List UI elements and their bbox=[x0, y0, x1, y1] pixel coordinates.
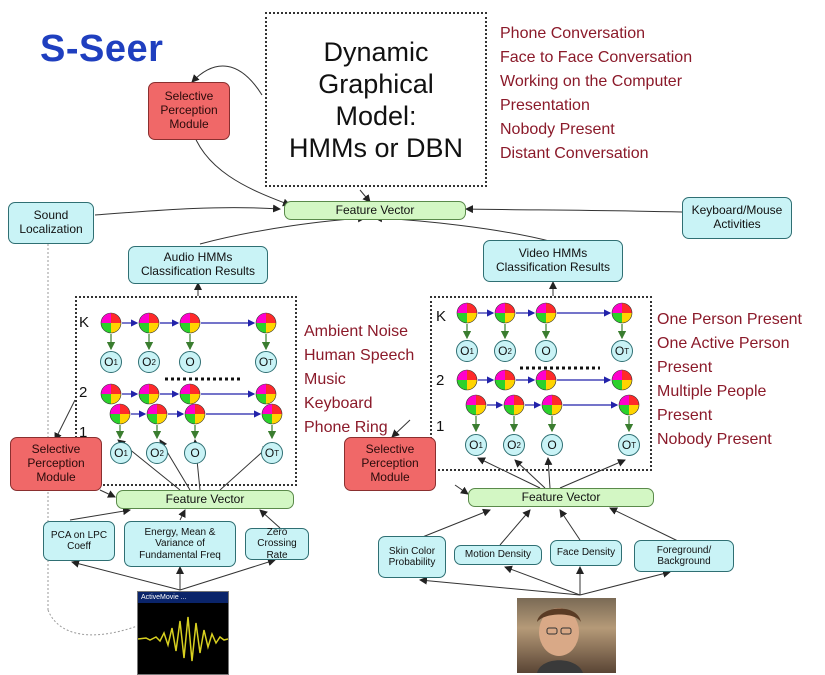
selective-perception-audio: Selective Perception Module bbox=[10, 437, 102, 491]
selective-perception-top: Selective Perception Module bbox=[148, 82, 230, 140]
observation-node: O bbox=[184, 442, 206, 464]
selective-perception-video: Selective Perception Module bbox=[344, 437, 436, 491]
hmm-state-node bbox=[146, 403, 168, 425]
level-2-label: 2 bbox=[436, 372, 445, 389]
activity-item: Presentation bbox=[500, 97, 590, 114]
level-1-label: 1 bbox=[436, 418, 445, 435]
hmm-state-node bbox=[138, 383, 160, 405]
hmm-state-node bbox=[456, 369, 478, 391]
level-k-label: K bbox=[436, 308, 447, 325]
hmm-state-node bbox=[535, 369, 557, 391]
video-class-item: One Active Person bbox=[657, 335, 790, 352]
activity-item: Nobody Present bbox=[500, 121, 615, 138]
energy-feature: Energy, Mean & Variance of Fundamental F… bbox=[124, 521, 236, 567]
hmm-state-node bbox=[611, 302, 633, 324]
hmm-state-node bbox=[100, 312, 122, 334]
keyboard-mouse-box: Keyboard/Mouse Activities bbox=[682, 197, 792, 239]
activity-item: Face to Face Conversation bbox=[500, 49, 693, 66]
hmm-state-node bbox=[456, 302, 478, 324]
hmm-state-node bbox=[494, 369, 516, 391]
hmm-state-node bbox=[494, 302, 516, 324]
observation-node: O bbox=[541, 434, 563, 456]
hmm-state-node bbox=[618, 394, 640, 416]
window-title-bar: ActiveMovie ... bbox=[138, 592, 228, 603]
feature-vector-video: Feature Vector bbox=[468, 488, 654, 507]
observation-node: O bbox=[179, 351, 201, 373]
feature-vector-top: Feature Vector bbox=[284, 201, 466, 220]
hmm-state-node bbox=[109, 403, 131, 425]
waveform-graphic bbox=[138, 616, 228, 662]
video-class-item: Present bbox=[657, 407, 713, 424]
level-2-label: 2 bbox=[79, 384, 88, 401]
audio-waveform-window: ActiveMovie ... bbox=[137, 591, 229, 675]
hmm-state-node bbox=[100, 383, 122, 405]
video-class-item: Present bbox=[657, 359, 713, 376]
motion-density-feature: Motion Density bbox=[454, 545, 542, 565]
hmm-state-node bbox=[255, 383, 277, 405]
hmm-state-node bbox=[465, 394, 487, 416]
audio-class-list: Ambient Noise Human Speech Music Keyboar… bbox=[304, 320, 414, 440]
activity-item: Working on the Computer bbox=[500, 73, 683, 90]
hmm-state-node bbox=[541, 394, 563, 416]
level-k-label: K bbox=[79, 314, 90, 331]
video-hmm-panel bbox=[430, 296, 652, 471]
video-class-item: One Person Present bbox=[657, 311, 802, 328]
face-density-feature: Face Density bbox=[550, 540, 622, 566]
hmm-state-node bbox=[503, 394, 525, 416]
hmm-state-node bbox=[138, 312, 160, 334]
foreground-background-feature: Foreground/ Background bbox=[634, 540, 734, 572]
audio-class-item: Ambient Noise bbox=[304, 323, 409, 340]
dgm-box: Dynamic Graphical Model: HMMs or DBN bbox=[265, 12, 487, 187]
audio-class-item: Music bbox=[304, 371, 346, 388]
activity-item: Distant Conversation bbox=[500, 145, 649, 162]
observation-node: O bbox=[535, 340, 557, 362]
hmm-state-node bbox=[261, 403, 283, 425]
audio-class-item: Keyboard bbox=[304, 395, 373, 412]
activity-item: Phone Conversation bbox=[500, 25, 645, 42]
hmm-state-node bbox=[179, 312, 201, 334]
person-face-graphic bbox=[537, 608, 583, 673]
audio-hmm-results: Audio HMMs Classification Results bbox=[128, 246, 268, 284]
dgm-line-3: Model: bbox=[335, 100, 417, 131]
activity-list: Phone Conversation Face to Face Conversa… bbox=[500, 22, 692, 166]
video-class-item: Multiple People bbox=[657, 383, 767, 400]
level-1-label: 1 bbox=[79, 424, 88, 441]
zero-crossing-feature: Zero Crossing Rate bbox=[245, 527, 309, 561]
window-title: ActiveMovie ... bbox=[141, 594, 187, 601]
video-hmm-results: Video HMMs Classification Results bbox=[483, 240, 623, 282]
dgm-line-1: Dynamic bbox=[323, 36, 429, 67]
hmm-state-node bbox=[535, 302, 557, 324]
webcam-photo bbox=[517, 598, 616, 673]
feature-vector-audio: Feature Vector bbox=[116, 490, 294, 509]
audio-hmm-panel bbox=[75, 296, 297, 486]
dgm-line-2: Graphical bbox=[318, 68, 434, 99]
video-class-list: One Person Present One Active Person Pre… bbox=[657, 308, 802, 452]
skin-color-feature: Skin Color Probability bbox=[378, 536, 446, 578]
sound-localization-box: Sound Localization bbox=[8, 202, 94, 244]
hmm-state-node bbox=[179, 383, 201, 405]
audio-class-item: Human Speech bbox=[304, 347, 415, 364]
hmm-state-node bbox=[611, 369, 633, 391]
pca-lpc-feature: PCA on LPC Coeff bbox=[43, 521, 115, 561]
dgm-line-4: HMMs or DBN bbox=[289, 132, 463, 163]
video-class-item: Nobody Present bbox=[657, 431, 772, 448]
hmm-state-node bbox=[184, 403, 206, 425]
hmm-state-node bbox=[255, 312, 277, 334]
slide-title: S-Seer bbox=[40, 28, 164, 70]
audio-class-item: Phone Ring bbox=[304, 419, 388, 436]
